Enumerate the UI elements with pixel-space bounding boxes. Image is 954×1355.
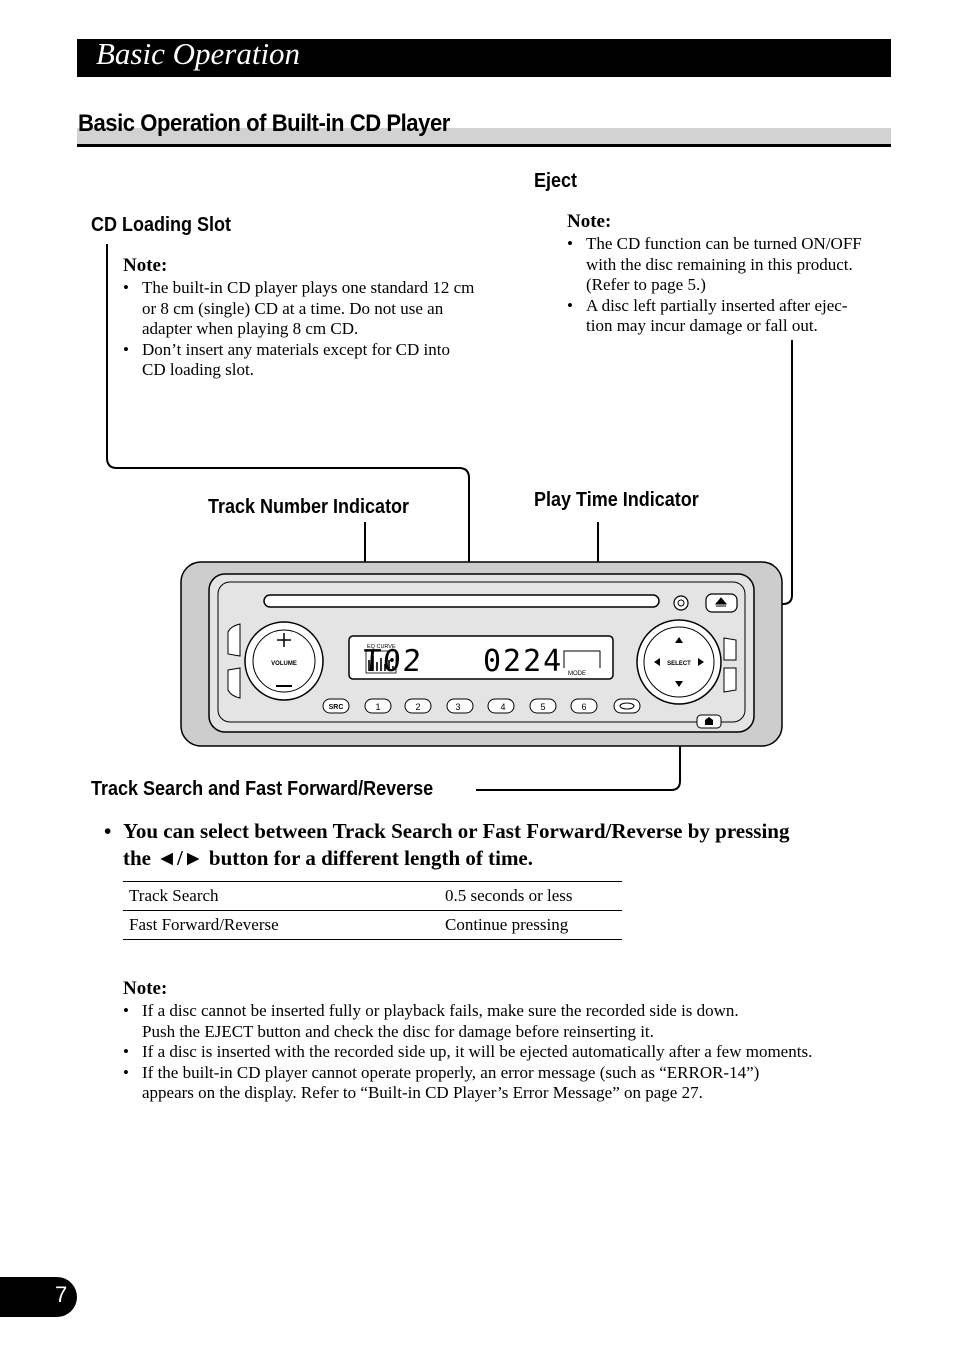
svg-text:6: 6 (581, 702, 586, 712)
svg-text:4: 4 (500, 702, 505, 712)
up-arrow-icon (675, 637, 683, 643)
note-heading: Note: (123, 978, 168, 999)
svg-text:5: 5 (540, 702, 545, 712)
note-heading: Note: (567, 211, 612, 232)
svg-text:3: 3 (455, 702, 460, 712)
section-title-band (77, 128, 891, 144)
mode-label: MODE (568, 671, 586, 677)
side-button-upper-right[interactable] (723, 637, 737, 661)
preset-row: SRC 1 2 3 4 5 6 (322, 698, 641, 714)
page-number: 7 (55, 1282, 68, 1307)
select-label: SELECT (667, 661, 691, 667)
page-number-tab (0, 1277, 77, 1317)
svg-text:2: 2 (415, 702, 420, 712)
section-title-rule (77, 144, 891, 147)
callout-play-time-indicator: Play Time Indicator (534, 489, 699, 511)
preset-button-4[interactable] (487, 698, 515, 714)
cd-loading-slot[interactable] (263, 594, 660, 608)
svg-text:1: 1 (375, 702, 380, 712)
side-button-lower-right[interactable] (723, 667, 737, 693)
table-row: Track Search 0.5 seconds or less (123, 881, 622, 911)
table-cell-action: Fast Forward/Reverse (129, 915, 279, 934)
preset-button-5[interactable] (529, 698, 557, 714)
note-heading: Note: (123, 255, 168, 276)
section-title: Basic Operation of Built-in CD Player (78, 110, 450, 137)
side-button-upper-left[interactable] (227, 623, 241, 657)
leader-cd-slot (106, 244, 470, 594)
instruction-text: You can select between Track Search or F… (123, 819, 790, 870)
src-label: SRC (329, 704, 344, 711)
preset-button-3[interactable] (446, 698, 474, 714)
table-cell-duration: Continue pressing (445, 915, 569, 934)
side-button-lower-left[interactable] (227, 667, 241, 699)
table-cell-duration: 0.5 seconds or less (445, 886, 573, 905)
leader-eject (737, 340, 793, 605)
select-joystick[interactable] (636, 619, 722, 705)
track-number-readout: T02 (362, 644, 425, 679)
note-item: • If the built-in CD player cannot opera… (123, 1062, 760, 1103)
header-bar (77, 39, 891, 77)
src-button[interactable] (322, 698, 350, 714)
note-cd-loading: Note: • The built-in CD player plays one… (123, 255, 508, 381)
callout-eject: Eject (534, 170, 578, 192)
callout-cd-loading-slot: CD Loading Slot (91, 214, 231, 236)
callout-track-number-indicator: Track Number Indicator (208, 496, 410, 518)
note-item: • A disc left partially inserted after e… (567, 295, 848, 336)
note-item: • If a disc cannot be inserted fully or … (123, 1001, 739, 1041)
eject-icon (714, 597, 728, 607)
faceplate-inner (217, 581, 746, 723)
eq-curve-icon (365, 650, 397, 674)
oval-icon (619, 702, 635, 710)
right-arrow-icon[interactable] (698, 658, 704, 666)
table-row: Fast Forward/Reverse Continue pressing (123, 910, 622, 940)
down-arrow-icon (675, 681, 683, 687)
band-button[interactable] (613, 698, 641, 714)
note-list: • The built-in CD player plays one stand… (123, 278, 508, 381)
page-header-title: Basic Operation (96, 36, 301, 71)
lcd-display (348, 635, 614, 680)
note-item: • The built-in CD player plays one stand… (123, 278, 475, 338)
display-segment-box (563, 650, 601, 668)
preset-button-1[interactable] (364, 698, 392, 714)
note-eject: Note: • The CD function can be turned ON… (567, 211, 897, 337)
plus-icon (277, 633, 291, 647)
left-arrow-icon[interactable] (654, 658, 660, 666)
preset-button-2[interactable] (404, 698, 432, 714)
instruction-bullet: • (104, 819, 112, 843)
note-item: • Don’t insert any materials except for … (123, 339, 450, 380)
note-bottom: Note: • If a disc cannot be inserted ful… (123, 978, 893, 1104)
track-search-table: Track Search 0.5 seconds or less Fast Fo… (123, 881, 622, 940)
volume-label: VOLUME (271, 661, 297, 667)
play-time-readout: 0224 (483, 644, 563, 679)
preset-button-6[interactable] (570, 698, 598, 714)
eq-curve-label: EQ CURVE (367, 644, 396, 650)
home-icon (705, 717, 713, 725)
detach-button[interactable] (673, 595, 689, 611)
callout-track-search: Track Search and Fast Forward/Reverse (91, 778, 434, 800)
note-item: • The CD function can be turned ON/OFF w… (567, 234, 862, 294)
note-item: • If a disc is inserted with the recorde… (123, 1042, 813, 1061)
volume-knob[interactable] (244, 621, 324, 701)
note-list: • If a disc cannot be inserted fully or … (123, 1001, 893, 1104)
note-list: • The CD function can be turned ON/OFF w… (567, 234, 897, 337)
table-cell-action: Track Search (129, 886, 219, 905)
leader-track-search (476, 686, 681, 791)
